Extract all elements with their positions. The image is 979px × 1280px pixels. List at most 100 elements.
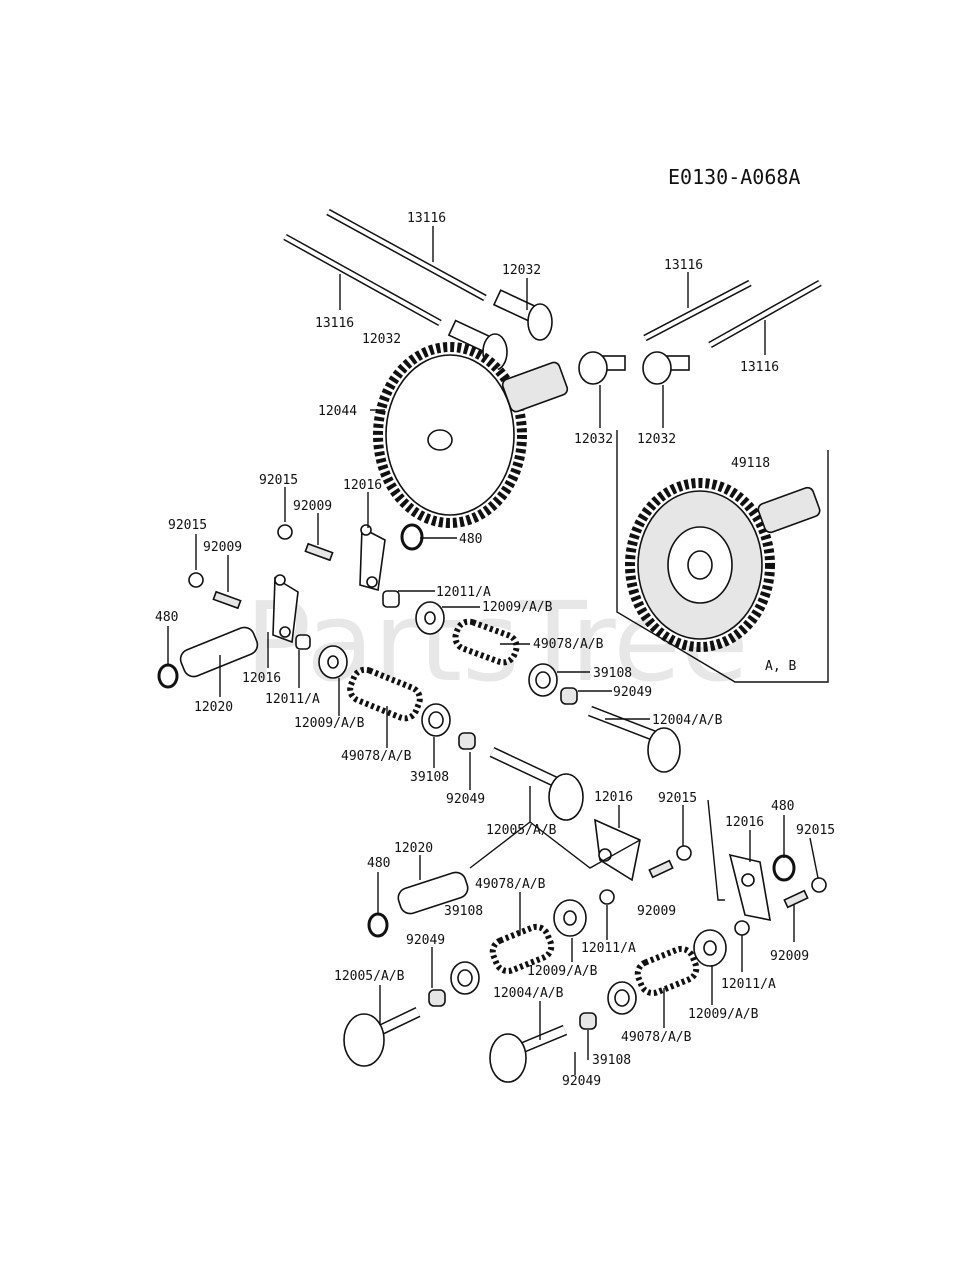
rocker-arm-1 xyxy=(359,524,386,592)
screw-92009-3 xyxy=(648,859,674,879)
label-480-c: 480 xyxy=(367,856,390,871)
camshaft-gear-12044 xyxy=(373,342,569,528)
label-39108-b: 39108 xyxy=(410,770,449,785)
screw-92009-2 xyxy=(212,590,242,610)
label-92009-d: 92009 xyxy=(770,949,809,964)
label-12032-d: 12032 xyxy=(637,432,676,447)
rocker-arm-2 xyxy=(272,574,299,644)
label-49118: 49118 xyxy=(731,456,770,471)
valve-12004-2 xyxy=(489,1024,568,1083)
label-12011-a: 12011/A xyxy=(436,585,491,600)
seal-92049-1 xyxy=(560,687,578,705)
label-12032-a: 12032 xyxy=(502,263,541,278)
label-92015-c: 92015 xyxy=(658,791,697,806)
seal-92049-4 xyxy=(579,1012,597,1030)
label-13116-c: 13116 xyxy=(664,258,703,273)
rocker-shaft-2 xyxy=(397,871,469,915)
label-13116-b: 13116 xyxy=(315,316,354,331)
retainer-12009-1 xyxy=(415,601,445,635)
spring-49078-2 xyxy=(347,666,423,722)
tappet-1 xyxy=(492,289,553,341)
label-92049-c: 92049 xyxy=(406,933,445,948)
label-12011-b: 12011/A xyxy=(265,692,320,707)
label-92009-a: 92009 xyxy=(293,499,332,514)
nut-92015-4 xyxy=(811,877,827,893)
tappet-4 xyxy=(642,351,690,385)
circlip-480-2 xyxy=(157,663,179,689)
label-92009-c: 92009 xyxy=(637,904,676,919)
label-12016-b: 12016 xyxy=(242,671,281,686)
label-13116-d: 13116 xyxy=(740,360,779,375)
label-92009-b: 92009 xyxy=(203,540,242,555)
collet-12011-3 xyxy=(599,889,615,905)
nut-92015-3 xyxy=(676,845,692,861)
circlip-480-3 xyxy=(367,912,389,938)
collet-12011-2 xyxy=(295,634,311,650)
label-49078-c: 49078/A/B xyxy=(475,877,546,892)
camshaft-assembly-49118 xyxy=(625,478,821,652)
camshaft-bracket xyxy=(616,430,829,683)
label-49078-a: 49078/A/B xyxy=(533,637,604,652)
label-12011-d: 12011/A xyxy=(721,977,776,992)
nut-92015-1 xyxy=(277,524,293,540)
rocker-arm-3 xyxy=(594,818,641,882)
seal-92049-3 xyxy=(428,989,446,1007)
seat-39108-3 xyxy=(450,961,480,995)
label-12032-b: 12032 xyxy=(362,332,401,347)
label-12005-b: 12005/A/B xyxy=(334,969,405,984)
collet-12011-4 xyxy=(734,920,750,936)
label-ab: A, B xyxy=(765,659,796,674)
screw-92009-4 xyxy=(783,889,809,909)
label-92015-b: 92015 xyxy=(168,518,207,533)
diagram-code: E0130-A068A xyxy=(668,165,800,189)
label-12009-d: 12009/A/B xyxy=(688,1007,759,1022)
rocker-shaft-1 xyxy=(179,626,259,678)
label-12005-a: 12005/A/B xyxy=(486,823,557,838)
label-12032-c: 12032 xyxy=(574,432,613,447)
valve-12005-2 xyxy=(343,1007,421,1067)
label-480-d: 480 xyxy=(771,799,794,814)
label-12020-b: 12020 xyxy=(394,841,433,856)
label-49078-d: 49078/A/B xyxy=(621,1030,692,1045)
label-12009-c: 12009/A/B xyxy=(527,964,598,979)
push-rod-1 xyxy=(326,208,487,302)
label-12009-a: 12009/A/B xyxy=(482,600,553,615)
label-480-b: 480 xyxy=(155,610,178,625)
part-labels: 13116 13116 13116 13116 12032 12032 1203… xyxy=(155,211,835,1089)
label-49078-b: 49078/A/B xyxy=(341,749,412,764)
tappet-3 xyxy=(578,351,626,385)
seat-39108-1 xyxy=(528,663,558,697)
label-12016-a: 12016 xyxy=(343,478,382,493)
push-rod-2 xyxy=(283,233,442,327)
label-12020-a: 12020 xyxy=(194,700,233,715)
spring-49078-3 xyxy=(489,923,555,975)
circlip-480-1 xyxy=(400,523,424,551)
seat-39108-4 xyxy=(607,981,637,1015)
valve-12004-1 xyxy=(588,705,681,773)
label-92049-a: 92049 xyxy=(613,685,652,700)
label-39108-c: 39108 xyxy=(444,904,483,919)
retainer-12009-3 xyxy=(553,899,587,937)
screw-92009-1 xyxy=(304,542,334,562)
spring-49078-1 xyxy=(452,618,520,666)
label-12004-a: 12004/A/B xyxy=(652,713,723,728)
push-rod-3 xyxy=(643,279,752,342)
label-12011-c: 12011/A xyxy=(581,941,636,956)
label-39108-a: 39108 xyxy=(593,666,632,681)
circlip-480-4 xyxy=(772,854,796,882)
retainer-12009-4 xyxy=(693,929,727,967)
label-13116-a: 13116 xyxy=(407,211,446,226)
leader-lines xyxy=(167,226,819,1075)
seat-39108-2 xyxy=(421,703,451,737)
label-92049-d: 92049 xyxy=(562,1074,601,1089)
label-12004-b: 12004/A/B xyxy=(493,986,564,1001)
label-480-a: 480 xyxy=(459,532,482,547)
collet-12011-1 xyxy=(382,590,400,608)
seal-92049-2 xyxy=(458,732,476,750)
rocker-arm-4 xyxy=(728,853,771,922)
label-12016-c: 12016 xyxy=(594,790,633,805)
valve-12005-1 xyxy=(489,747,584,821)
nut-92015-2 xyxy=(188,572,204,588)
label-92049-b: 92049 xyxy=(446,792,485,807)
